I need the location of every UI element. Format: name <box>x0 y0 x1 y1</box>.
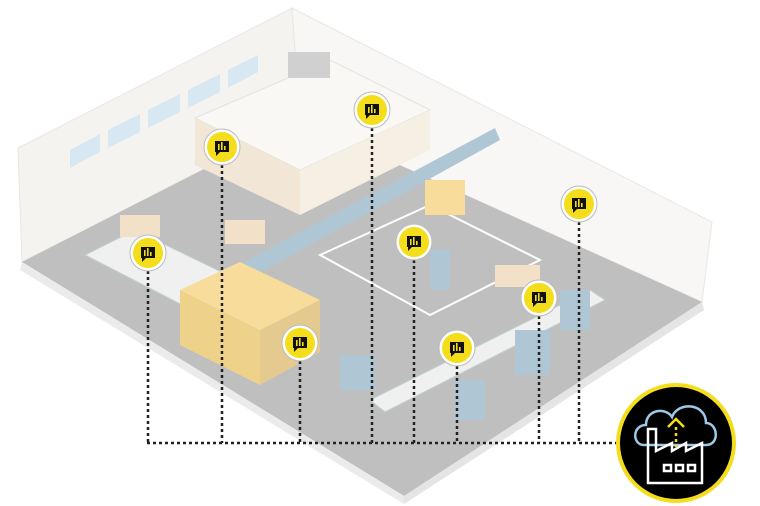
cloud-hub <box>616 383 736 503</box>
work-area-marking <box>317 203 543 317</box>
factory-icon <box>646 427 704 485</box>
sensor-markers <box>129 91 598 367</box>
sensor-marker[interactable] <box>520 279 558 317</box>
conveyor-front <box>369 289 606 413</box>
floor-edge-right <box>404 302 704 504</box>
sensor-marker[interactable] <box>353 91 391 129</box>
cloud-icon <box>634 405 717 447</box>
sensor-marker[interactable] <box>395 223 433 261</box>
overhead-conveyor <box>220 128 500 290</box>
upload-arrow-icon <box>667 417 685 447</box>
connection-lines <box>146 128 618 445</box>
sensor-marker[interactable] <box>129 234 167 272</box>
sensor-marker[interactable] <box>281 324 319 362</box>
sensor-marker[interactable] <box>203 128 241 166</box>
sensor-marker[interactable] <box>560 185 598 223</box>
floor <box>22 120 702 496</box>
floor-edge <box>20 262 404 504</box>
windows <box>70 55 258 168</box>
sensor-marker[interactable] <box>438 329 476 367</box>
factory-building <box>17 7 713 504</box>
machine <box>180 262 320 330</box>
